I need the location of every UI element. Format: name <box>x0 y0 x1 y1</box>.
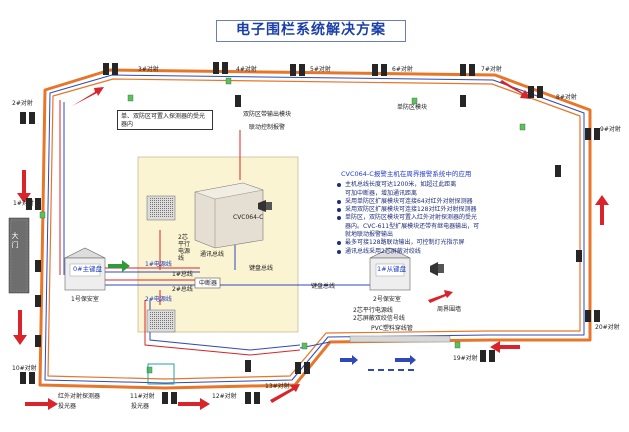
info-item: 单防区，双防区模块可置入红外对射探测器的受光 <box>335 214 545 222</box>
breaker-box <box>194 277 221 289</box>
bullet-icon <box>337 241 341 246</box>
pvc-tube <box>349 335 451 343</box>
info-item-text: 通讯总线采用2芯屏蔽对绞线 <box>345 247 421 255</box>
guard-room-1-label: 1号保安室 <box>71 296 99 303</box>
highlight-11 <box>147 363 175 385</box>
dual-zone-output-module-label: 双防区带输出模块 <box>243 111 292 118</box>
info-item: 最多可接128路联动输出，可控制灯光指示屏 <box>335 239 545 247</box>
breaker-label: 中断器 <box>199 280 218 287</box>
info-item-text: 主机总线长度可达1200米，如超过此距离 <box>345 181 457 189</box>
info-box: CVC064-C报警主机在周界报警系统中的应用 主机总线长度可达1200米，如超… <box>335 170 545 256</box>
gate-label: 大门 <box>11 232 19 249</box>
detector-11-label: 11#对射 <box>130 393 155 400</box>
fence-line <box>38 68 592 390</box>
bullet-icon <box>337 199 341 204</box>
power-line-2-label: 2#电源线 <box>145 296 172 303</box>
detector-13-label: 13#对射 <box>265 383 290 390</box>
info-item-text: 就地联动报警输出 <box>345 231 394 239</box>
info-item: 通讯总线采用2芯屏蔽对绞线 <box>335 248 545 256</box>
info-item-text: 采用单防区扩展模块可连接64对红外对射探测器 <box>345 197 473 205</box>
info-item: 可加中断器，增加通讯距离 <box>335 190 545 198</box>
power-supply-2 <box>146 309 176 333</box>
single-zone-module-label: 单防区模块 <box>397 104 428 111</box>
bullet-icon <box>337 183 341 188</box>
detector-3-label: 3#对射 <box>138 66 159 73</box>
guard-room-1 <box>64 247 106 291</box>
info-item-text: 最多可接128路联动输出，可控制灯光指示屏 <box>345 239 465 247</box>
detector-5-label: 5#对射 <box>310 66 331 73</box>
info-item: 器内。CVC-611型扩展模块还带有继电器输出，可 <box>335 223 545 231</box>
guard-room-2 <box>369 247 411 291</box>
info-item-text: 采用双防区扩展模块可连接128对红外对射探测器 <box>345 206 477 214</box>
module-note: 单、双防区可置入探测器的受光器内 <box>117 110 213 130</box>
projector-label: 投光器 <box>58 403 77 410</box>
green-arrow <box>108 260 130 272</box>
detector-12-label: 12#对射 <box>212 393 237 400</box>
detector-20-label: 20#对射 <box>595 324 620 331</box>
pvc-label: PVC塑料穿线管 <box>371 325 413 332</box>
bullet-icon <box>337 216 341 221</box>
info-item: 采用单防区扩展模块可连接64对红外对射探测器 <box>335 198 545 206</box>
info-item: 主机总线长度可达1200米，如超过此距离 <box>335 181 545 189</box>
detector-units <box>20 62 600 404</box>
slave-keyboard-label: 1#从键盘 <box>377 265 407 273</box>
page-title: 电子围栏系统解决方案 <box>216 20 406 42</box>
siren-speaker-2 <box>430 262 444 276</box>
fence-modules <box>39 77 526 374</box>
power-line-1-label: 1#电源线 <box>145 261 172 268</box>
legend-power-label: 2芯平行电源线 <box>353 307 393 314</box>
controller-label: CVC064-C <box>233 214 264 221</box>
keyboard-bus-lower-label: 键盘总线 <box>311 283 336 290</box>
bus-1-label: 1#总线 <box>172 271 193 278</box>
info-item-text: 可加中断器，增加通讯距离 <box>345 189 418 197</box>
detector-7-label: 7#对射 <box>481 66 502 73</box>
detector-2-label: 2#对射 <box>12 100 33 107</box>
controller-cabinet <box>194 182 264 249</box>
dash-arrows <box>368 369 414 371</box>
info-item-text: 器内。CVC-611型扩展模块还带有继电器输出，可 <box>345 222 480 230</box>
bus-2-label: 2#总线 <box>172 286 193 293</box>
detector-19-label: 19#对射 <box>453 355 478 362</box>
gate-block <box>8 217 30 294</box>
detector-10-label: 10#对射 <box>12 365 37 372</box>
linkage-alarm-label: 联动控制报警 <box>249 124 286 131</box>
power-supply-1 <box>146 195 176 221</box>
keyboard-bus-upper-label: 键盘总线 <box>249 265 274 272</box>
detector-4-label: 4#对射 <box>236 66 257 73</box>
detector-1-label: 1#对射 <box>13 200 34 207</box>
guard-room-2-label: 2号保安室 <box>373 296 401 303</box>
comm-bus-label: 通讯总线 <box>200 251 225 258</box>
detector-6-label: 6#对射 <box>392 66 413 73</box>
info-item: 就地联动报警输出 <box>335 231 545 239</box>
info-head: CVC064-C报警主机在周界报警系统中的应用 <box>341 170 472 178</box>
siren-speaker-1 <box>258 200 272 212</box>
detector-11-projector-label: 投光器 <box>131 403 150 410</box>
legend-signal-label: 2芯屏蔽双绞信号线 <box>353 315 405 322</box>
fence-label: 周界围墙 <box>437 306 462 313</box>
signal-arrows <box>340 355 416 365</box>
info-item-text: 单防区，双防区模块可置入红外对射探测器的受光 <box>345 214 478 222</box>
ir-detector-label: 红外对射探测器 <box>58 393 101 400</box>
flow-arrows <box>13 80 609 410</box>
detector-8-label: 8#对射 <box>556 94 577 101</box>
main-keyboard-label: 0#主键盘 <box>73 265 103 273</box>
bullet-icon <box>337 249 341 254</box>
info-item: 采用双防区扩展模块可连接128对红外对射探测器 <box>335 206 545 214</box>
parallel-power-wire-label: 2芯平行电源线 <box>178 234 191 262</box>
detector-9-label: 9#对射 <box>600 126 621 133</box>
wiring <box>59 100 370 356</box>
bullet-icon <box>337 208 341 213</box>
info-list: 主机总线长度可达1200米，如超过此距离可加中断器，增加通讯距离采用单防区扩展模… <box>335 181 545 256</box>
